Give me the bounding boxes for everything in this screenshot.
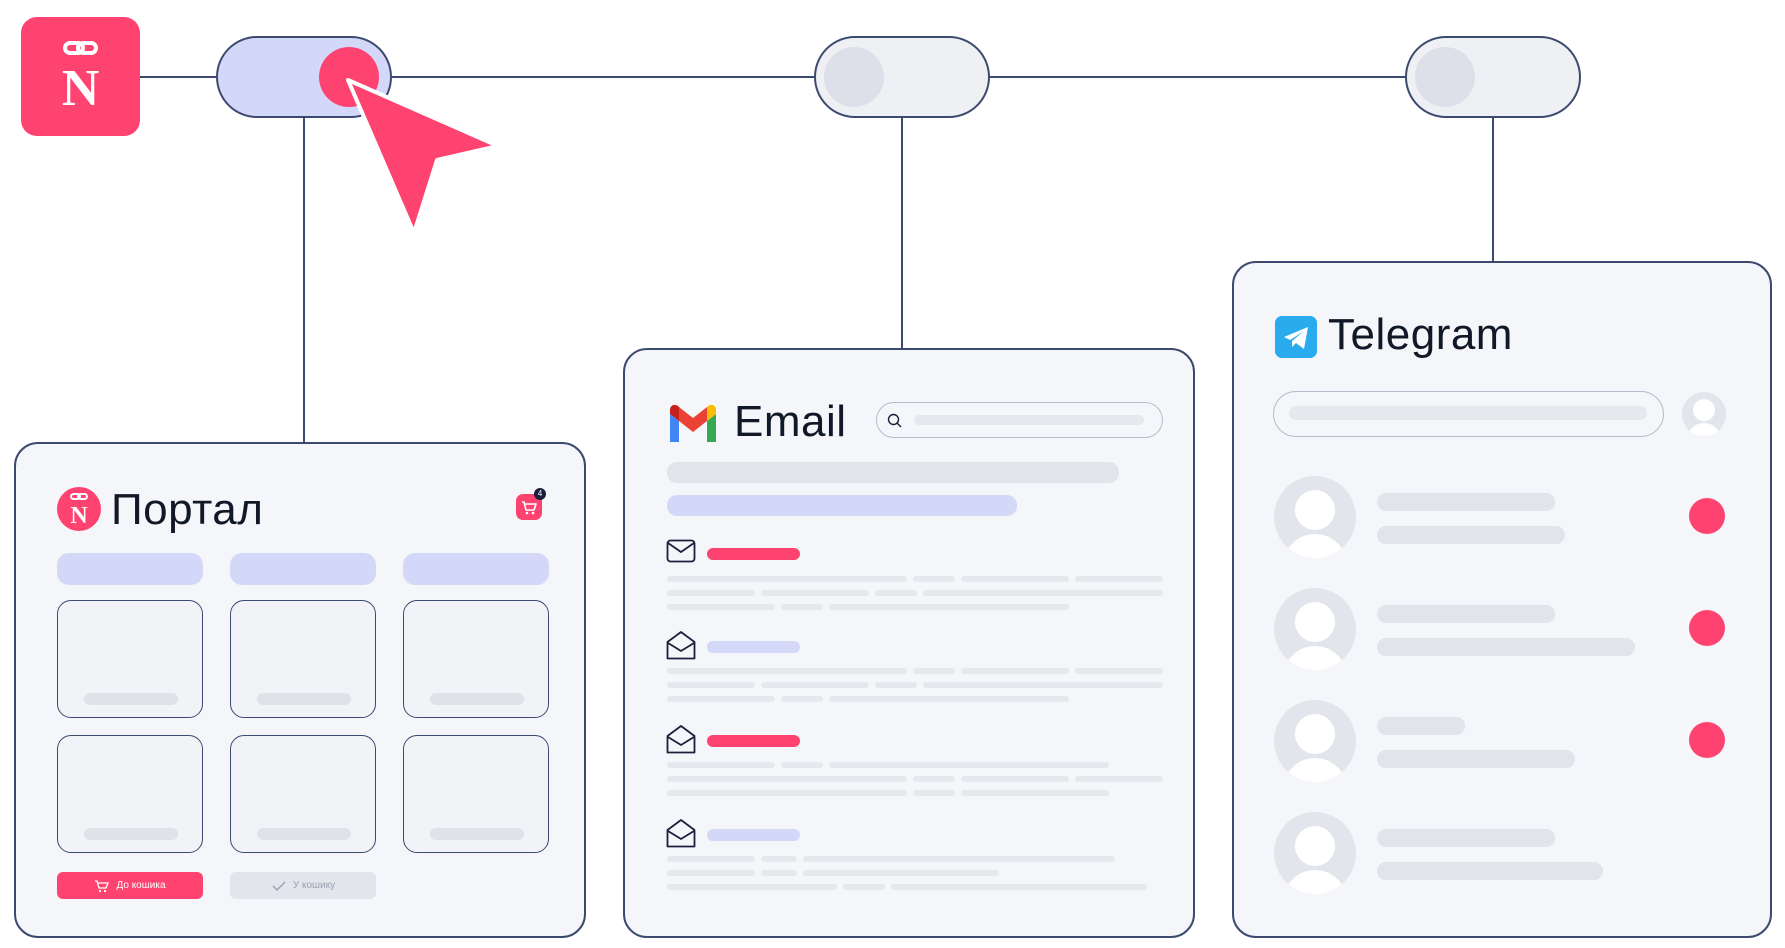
product-card[interactable] bbox=[403, 600, 549, 718]
svg-text:N: N bbox=[62, 60, 100, 117]
toggle-telegram-knob bbox=[1415, 47, 1475, 107]
chat-preview-placeholder bbox=[1377, 862, 1603, 880]
unread-indicator bbox=[1689, 722, 1725, 758]
search-placeholder bbox=[1289, 406, 1647, 420]
email-panel: Email bbox=[623, 348, 1195, 938]
nova-link-logo-icon: N bbox=[62, 41, 100, 117]
cart-icon bbox=[522, 501, 537, 515]
chat-name-placeholder bbox=[1377, 717, 1465, 735]
unread-indicator bbox=[1689, 610, 1725, 646]
in-cart-button[interactable]: У кошику bbox=[230, 872, 376, 899]
email-sender-placeholder bbox=[667, 495, 1017, 516]
envelope-open-icon bbox=[666, 631, 696, 660]
chat-avatar bbox=[1274, 700, 1356, 782]
product-card[interactable] bbox=[403, 735, 549, 853]
nova-link-logo: N bbox=[21, 17, 140, 136]
category-chip[interactable] bbox=[403, 553, 549, 585]
portal-logo-icon: N bbox=[57, 487, 101, 531]
chat-preview-placeholder bbox=[1377, 750, 1575, 768]
product-card[interactable] bbox=[230, 735, 376, 853]
chat-preview-placeholder bbox=[1377, 638, 1635, 656]
unread-indicator bbox=[1689, 498, 1725, 534]
product-label-placeholder bbox=[257, 693, 351, 705]
telegram-icon bbox=[1275, 316, 1317, 358]
product-card[interactable] bbox=[230, 600, 376, 718]
portal-panel: N Портал 4 До кошика bbox=[14, 442, 586, 938]
product-label-placeholder bbox=[84, 828, 178, 840]
add-to-cart-button[interactable]: До кошика bbox=[57, 872, 203, 899]
cart-badge: 4 bbox=[534, 488, 546, 500]
add-to-cart-label: До кошика bbox=[116, 880, 166, 891]
category-chip[interactable] bbox=[57, 553, 203, 585]
product-label-placeholder bbox=[257, 828, 351, 840]
envelope-closed-icon bbox=[666, 539, 696, 563]
chat-name-placeholder bbox=[1377, 829, 1555, 847]
in-cart-label: У кошику bbox=[292, 880, 336, 891]
profile-avatar[interactable] bbox=[1682, 392, 1726, 436]
cursor-arrow-icon bbox=[346, 78, 500, 235]
search-icon bbox=[887, 413, 902, 428]
message-sender-tag bbox=[707, 548, 800, 560]
product-card[interactable] bbox=[57, 735, 203, 853]
email-title: Email bbox=[734, 397, 847, 446]
gmail-icon bbox=[670, 404, 716, 442]
chat-name-placeholder bbox=[1377, 605, 1555, 623]
chat-avatar bbox=[1274, 812, 1356, 894]
product-card[interactable] bbox=[57, 600, 203, 718]
message-sender-tag bbox=[707, 735, 800, 747]
message-sender-tag bbox=[707, 641, 800, 653]
toggle-email[interactable] bbox=[814, 36, 990, 118]
toggle-telegram[interactable] bbox=[1405, 36, 1581, 118]
chat-name-placeholder bbox=[1377, 493, 1555, 511]
checkmark-icon bbox=[272, 881, 286, 891]
chat-preview-placeholder bbox=[1377, 526, 1565, 544]
envelope-open-icon bbox=[666, 725, 696, 754]
cart-icon bbox=[95, 879, 110, 892]
portal-title: Портал bbox=[111, 485, 264, 534]
category-chip[interactable] bbox=[230, 553, 376, 585]
chat-avatar bbox=[1274, 588, 1356, 670]
product-label-placeholder bbox=[84, 693, 178, 705]
message-sender-tag bbox=[707, 829, 800, 841]
svg-text:N: N bbox=[70, 503, 88, 529]
product-label-placeholder bbox=[430, 693, 524, 705]
toggle-email-knob bbox=[824, 47, 884, 107]
telegram-title: Telegram bbox=[1328, 310, 1513, 359]
chat-avatar bbox=[1274, 476, 1356, 558]
email-subject-placeholder bbox=[667, 462, 1119, 483]
envelope-open-icon bbox=[666, 819, 696, 848]
telegram-search-input[interactable] bbox=[1273, 391, 1664, 437]
telegram-panel: Telegram bbox=[1232, 261, 1772, 938]
email-search-input[interactable] bbox=[876, 402, 1163, 438]
cart-button[interactable]: 4 bbox=[516, 488, 546, 520]
search-placeholder bbox=[914, 415, 1144, 425]
product-label-placeholder bbox=[430, 828, 524, 840]
